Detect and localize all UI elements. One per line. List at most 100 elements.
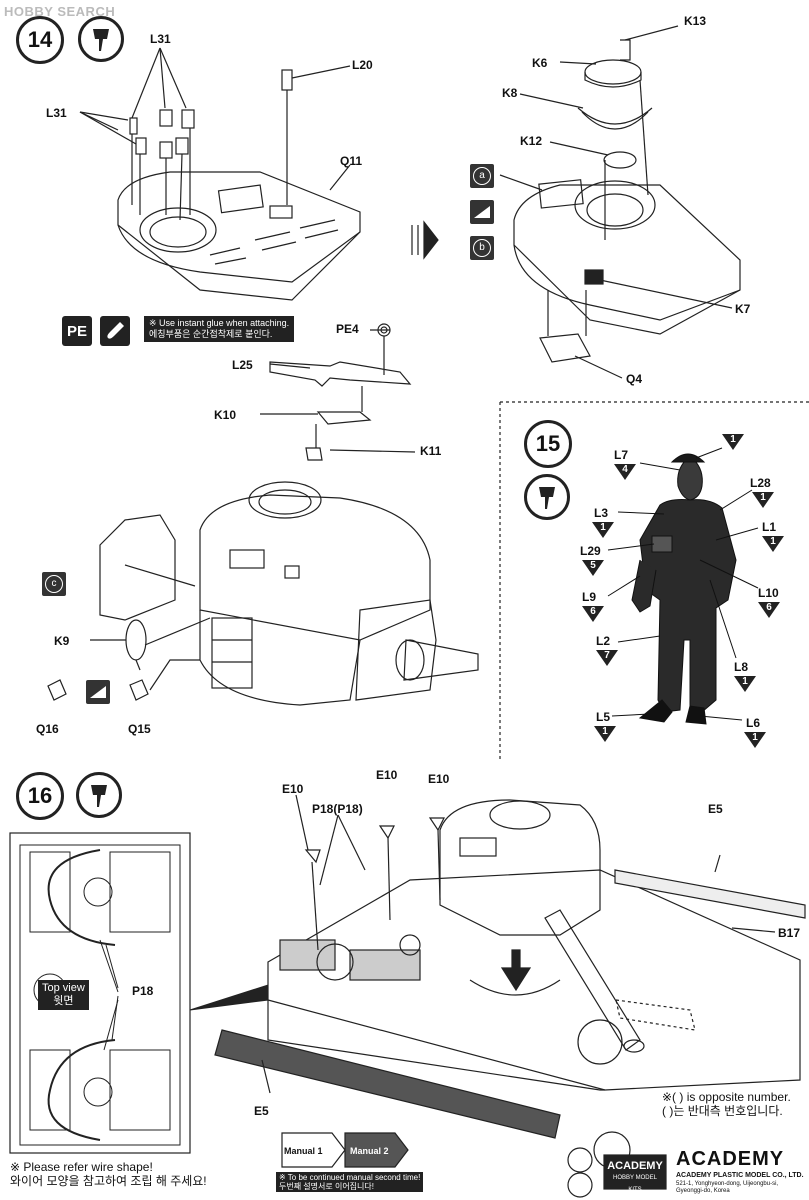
turret-assembly [47,323,479,706]
top-view-label: Top view 윗면 [38,980,89,1010]
label-L20: L20 [352,58,373,72]
academy-badge: ACADEMY HOBBY MODEL KITS [606,1160,664,1196]
opposite-side-icon-2 [86,680,110,704]
top-view-ko: 윗면 [53,995,74,1007]
count-triangle-L8 [734,676,756,692]
wire-note-en: ※ Please refer wire shape! [10,1160,153,1174]
count-L28: 1 [760,492,766,503]
cement-brush-icon-16 [76,772,122,818]
count-L5: 1 [602,726,608,737]
glue-note: ※ Use instant glue when attaching. 에칭부품은… [144,316,295,342]
count-L3: 1 [600,522,606,533]
label-L31-top: L31 [150,32,171,46]
label-L10: L10 [758,586,779,600]
label-K11: K11 [420,444,442,458]
label-L1: L1 [762,520,777,534]
label-Q4: Q4 [626,372,643,386]
label-Q11: Q11 [340,154,363,168]
option-a-letter: a [473,167,491,185]
label-E10-b: E10 [376,768,398,782]
count-L2: 7 [604,650,610,661]
label-P18: P18(P18) [312,802,363,816]
label-K12: K12 [520,134,543,148]
opposite-note-en: ※( ) is opposite number. [662,1090,791,1104]
step-14-number: 14 [16,16,64,64]
label-L3: L3 [594,506,609,520]
option-b-letter: b [473,239,491,257]
cement-brush-glyph-15 [539,487,555,509]
label-L25: L25 [232,358,253,372]
opposite-side-icon [470,200,494,224]
option-c-badge: c [42,572,66,596]
count-triangle-L28 [752,492,774,508]
count-L8: 1 [742,676,748,687]
label-B17: B17 [778,926,801,940]
label-Q15: Q15 [128,722,151,736]
count-triangle-L3 [592,522,614,538]
count-triangle-head [722,434,744,450]
step-15-number: 15 [524,420,572,468]
option-c-letter: c [45,575,63,593]
continue-note: ※ To be continued manual second time! 두번… [276,1172,424,1192]
company-name: ACADEMY PLASTIC MODEL CO., LTD. [676,1172,804,1179]
count-triangle-L6 [744,732,766,748]
label-K7: K7 [735,302,751,316]
label-L28: L28 [750,476,771,490]
label-K13: K13 [684,14,707,28]
count-triangle-L7 [614,464,636,480]
glue-note-en: ※ Use instant glue when attaching. [149,318,290,328]
label-E10-c: E10 [428,772,450,786]
count-triangle-L2 [596,650,618,666]
inset-engine-deck [19,844,269,1146]
top-view-en: Top view [42,982,85,994]
glue-note-ko: 에칭부품은 순간접착제로 붙인다. [149,329,273,339]
label-E10-a: E10 [282,782,304,796]
wire-note-ko: 와이어 모양을 참고하여 조립 해 주세요! [10,1174,207,1188]
continue-note-en: ※ To be continued manual second time! [279,1173,421,1182]
pe-badge: PE [62,316,92,346]
count-L29: 5 [590,560,596,571]
cement-brush-icon-15 [524,474,570,520]
manual-2-label: Manual 2 [350,1146,389,1156]
opposite-side-glyph [474,206,490,218]
label-K10: K10 [214,408,237,422]
opposite-note: ※( ) is opposite number. ( )는 반대측 번호입니다. [662,1090,791,1118]
label-L5: L5 [596,710,611,724]
option-b-badge: b [470,236,494,260]
count-triangle-L29 [582,560,604,576]
watermark: HOBBY SEARCH [4,4,116,19]
label-E5-top: E5 [708,802,723,816]
label-L29: L29 [580,544,601,558]
label-L9: L9 [582,590,597,604]
crew-figure [607,447,759,725]
count-triangle-L5 [594,726,616,742]
tank-hull [214,794,806,1198]
count-triangle-L9 [582,606,604,622]
count-L10: 6 [766,602,772,613]
turret-roof-plate-left [79,47,361,301]
academy-badge-sub: HOBBY MODEL KITS [613,1175,657,1193]
label-K9: K9 [54,634,70,648]
instant-glue-icon [100,316,130,346]
continue-note-ko: 두번째 설명서로 이어집니다! [279,1182,374,1191]
label-Q16: Q16 [36,722,59,736]
count-L6: 1 [752,732,758,743]
label-PE4: PE4 [336,322,359,336]
label-P18-inset: P18 [132,984,154,998]
cement-brush-icon-glyph [93,29,109,51]
opposite-note-ko: ( )는 반대측 번호입니다. [662,1104,783,1118]
label-L7: L7 [614,448,629,462]
option-a-badge: a [470,164,494,188]
academy-logo: ACADEMY [676,1148,785,1170]
cement-brush-glyph-16 [91,785,107,807]
count-L9: 6 [590,606,596,617]
label-K6: K6 [532,56,548,70]
count-head: 1 [730,434,736,445]
count-triangle-L10 [758,602,780,618]
label-L6: L6 [746,716,761,730]
company-address: 521-1, Yonghyeon-dong, Uijeongbu-si, Gye… [676,1181,779,1194]
count-L1: 1 [770,536,776,547]
label-L31-left: L31 [46,106,67,120]
step-16-number: 16 [16,772,64,820]
